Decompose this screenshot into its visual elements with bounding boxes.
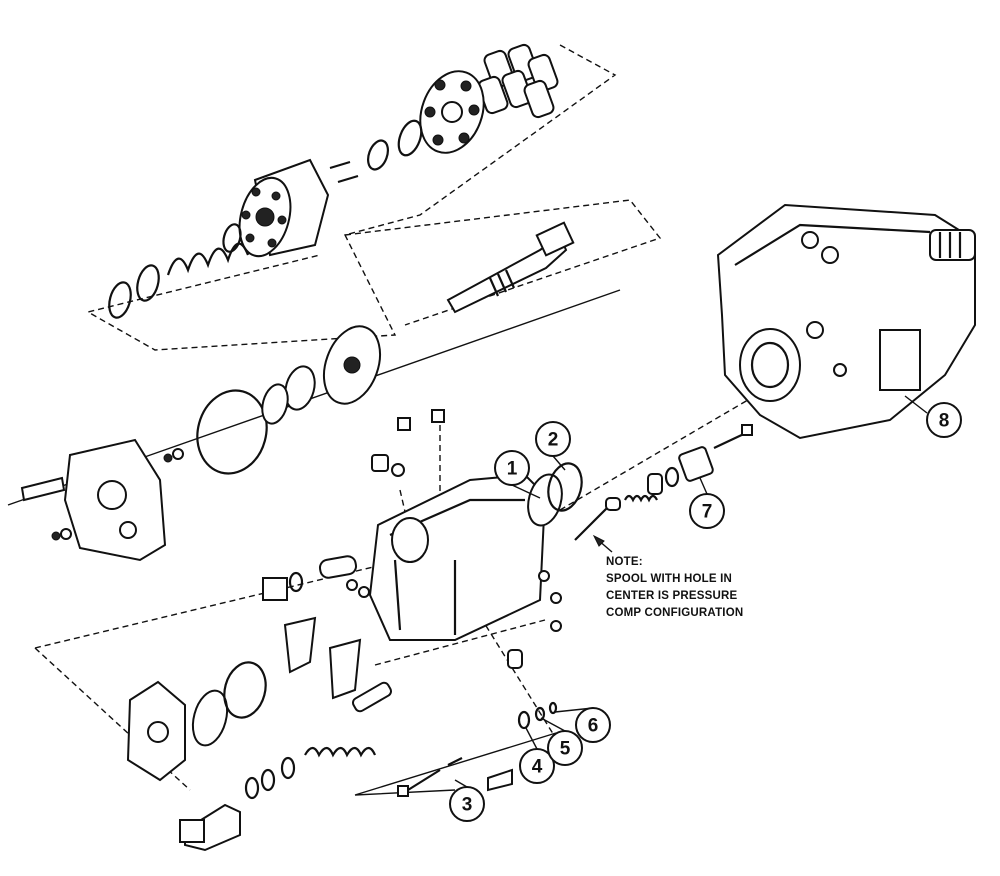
svg-text:6: 6	[588, 716, 599, 737]
svg-text:2: 2	[548, 430, 559, 451]
svg-text:8: 8	[939, 411, 950, 432]
callout-6: 6	[575, 707, 611, 743]
callout-1: 1	[494, 450, 530, 486]
spring-assembly	[108, 223, 250, 319]
note-line: COMP CONFIGURATION	[606, 607, 744, 619]
note-arrow	[592, 534, 613, 553]
callout-3: 3	[449, 786, 485, 822]
note-line: SPOOL WITH HOLE IN	[606, 573, 733, 585]
callout-7: 7	[689, 493, 725, 529]
svg-text:3: 3	[462, 795, 473, 816]
main-housing	[262, 473, 547, 641]
callout-8: 8	[926, 402, 962, 438]
control-spring	[179, 681, 392, 852]
ring	[397, 119, 423, 157]
callout-4: 4	[519, 748, 555, 784]
svg-text:1: 1	[507, 459, 518, 480]
relief-valve-parts	[354, 701, 558, 797]
note-text-block: NOTE: SPOOL WITH HOLE IN CENTER IS PRESS…	[606, 554, 806, 622]
svg-text:7: 7	[702, 502, 713, 523]
pin-marks	[329, 160, 359, 184]
ring	[367, 139, 389, 171]
drive-shaft	[446, 221, 575, 314]
callout-5: 5	[547, 730, 583, 766]
retainer-plate	[419, 70, 485, 154]
note-line: CENTER IS PRESSURE	[606, 590, 738, 602]
svg-text:4: 4	[532, 757, 543, 778]
swashplate-assembly	[126, 616, 362, 782]
callout-leaders	[454, 395, 928, 788]
callout-2: 2	[535, 421, 571, 457]
valve-plate-assembly	[196, 325, 382, 475]
note-heading: NOTE:	[606, 556, 643, 568]
cylinder-block	[238, 158, 330, 258]
piston-set	[477, 43, 559, 119]
seal-part-2	[547, 462, 583, 512]
end-cover	[20, 438, 184, 562]
svg-text:5: 5	[560, 739, 571, 760]
compensator-assembly	[574, 424, 753, 541]
housing-plugs	[346, 409, 562, 669]
pump-assembly	[716, 203, 976, 440]
